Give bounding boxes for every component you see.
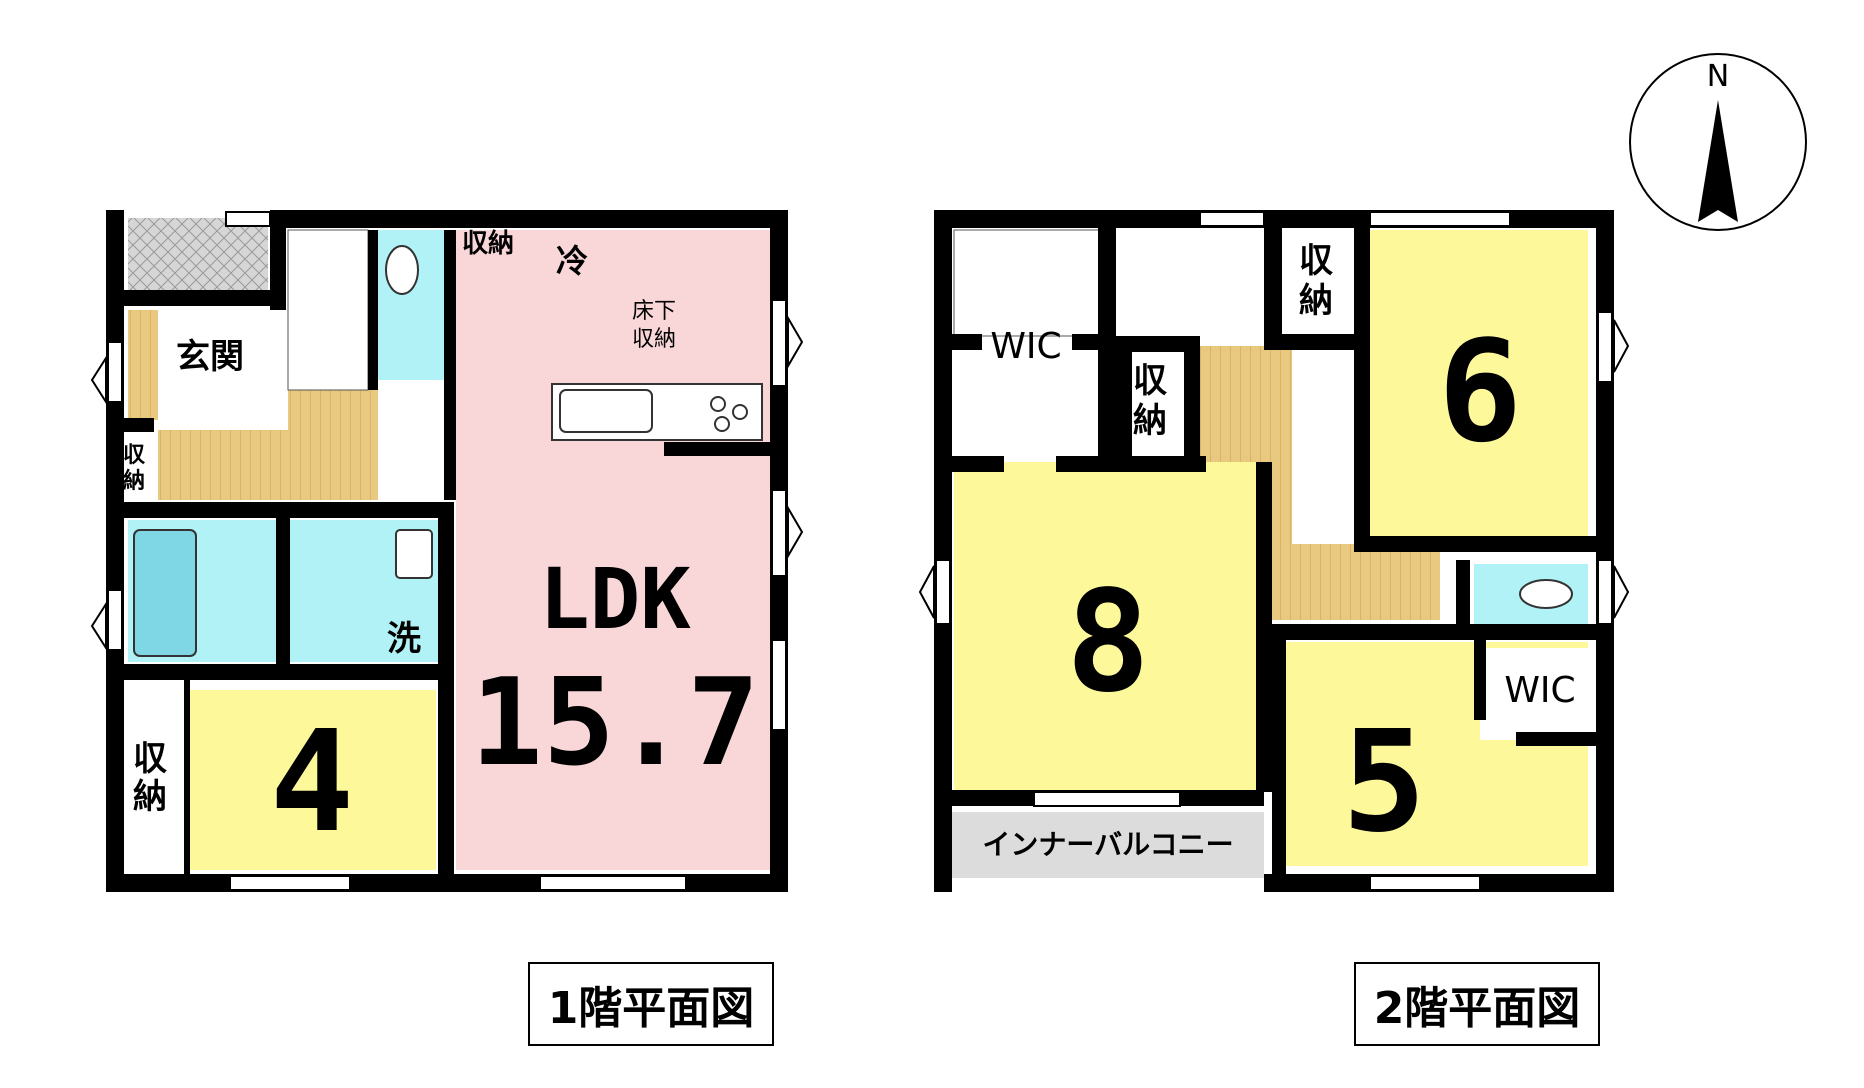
bedroom-4-area [186, 690, 436, 870]
compass-north-label: N [1707, 59, 1729, 94]
underfloor-storage-label-1: 床下 [632, 299, 676, 324]
wic-right-area [1480, 648, 1588, 740]
storage-top-label: 収納 [462, 228, 514, 259]
bathtub-icon [133, 529, 197, 657]
room-6-size-label: 6 [1438, 311, 1522, 474]
ldk-area [456, 230, 770, 870]
room-6-area [1370, 230, 1588, 536]
storage-right-label-1: 収 [1299, 241, 1333, 281]
room-5-size-label: 5 [1342, 701, 1426, 864]
stove-burner-icon [714, 416, 730, 432]
fridge-label: 冷 [556, 242, 588, 280]
sink-icon [559, 389, 653, 433]
room-8-size-label: 8 [1066, 561, 1150, 724]
toilet-icon [1519, 579, 1573, 609]
floor2-caption: 2階平面図 [1354, 962, 1600, 1046]
storage-left-label-1: 収 [133, 739, 167, 779]
hall-2f-b [1290, 544, 1440, 620]
room-8-area [954, 462, 1264, 790]
floor2-window-markers [918, 319, 1630, 619]
stairs-2f [953, 229, 1105, 337]
ldk-size-label: 15.7 [471, 654, 760, 793]
ldk-label: LDK [539, 550, 691, 648]
compass: N [1629, 53, 1807, 231]
entrance-step [128, 310, 158, 420]
stairs-1f [287, 229, 369, 391]
wic-left-label: WIC [990, 326, 1061, 367]
floor1-windows [107, 211, 787, 891]
inner-balcony-label: インナーバルコニー [982, 828, 1233, 861]
storage-mid-label-2: 納 [1133, 401, 1167, 441]
entrance-area [158, 310, 268, 420]
floor2-plan: WIC 収 納 収 納 8 6 5 WIC インナーバルコニー [918, 210, 1630, 892]
wash-label: 洗 [387, 619, 421, 659]
storage-right-label-2: 納 [1299, 281, 1333, 321]
wic-right-label: WIC [1504, 670, 1575, 711]
storage-entrance-label-2: 納 [123, 468, 145, 494]
hall-1f-b [288, 390, 378, 500]
floor2-walls [934, 210, 1614, 892]
storage-left-label-2: 納 [133, 777, 167, 817]
storage-left-area [128, 690, 184, 870]
entrance-porch [128, 218, 268, 290]
floor1-plan: 玄関 収 納 収納 冷 床下 収納 洗 LDK 15.7 4 収 納 [90, 210, 804, 892]
floor1-window-markers [90, 314, 804, 652]
north-arrow-icon [1698, 100, 1738, 222]
storage-mid-label-1: 収 [1133, 361, 1167, 401]
inner-balcony-area [952, 812, 1264, 878]
floor2-windows [935, 211, 1613, 891]
washbasin-icon [395, 529, 433, 579]
bedroom-4-size-label: 4 [270, 701, 354, 864]
floor1-caption: 1階平面図 [528, 962, 774, 1046]
storage-entrance-label-1: 収 [123, 443, 146, 468]
stove-burner-icon [732, 404, 748, 420]
entrance-label: 玄関 [176, 337, 244, 377]
underfloor-storage-label-2: 収納 [632, 327, 676, 352]
toilet-icon [385, 245, 419, 295]
stove-burner-icon [710, 396, 726, 412]
